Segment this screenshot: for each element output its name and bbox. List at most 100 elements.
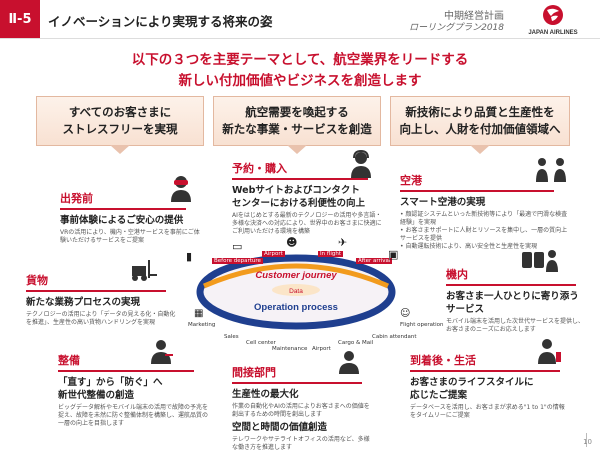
mechanic-icon xyxy=(148,338,174,368)
traveler-icon xyxy=(536,338,562,368)
section-booking: 予約・購入 Webサイトおよびコンタクト センターにおける利便性の向上 AIをは… xyxy=(232,160,384,236)
chart-icon: ▦ xyxy=(194,308,204,319)
airplane-icon: ✈ xyxy=(338,236,348,249)
journey-step-after-arrival: After arrival xyxy=(356,258,393,264)
headline: 以下の３つを主要テーマとして、航空業界をリードする 新しい付加価値やビジネスを創… xyxy=(0,50,600,92)
ring-orange-arc xyxy=(203,263,389,289)
plan-subtitle: ローリングプラン2018 xyxy=(409,23,504,33)
page-number-divider xyxy=(586,433,587,447)
section-headline: 新たな業務プロセスの実現 xyxy=(26,297,141,308)
theme-2-line-1: 航空需要を喚起する xyxy=(245,105,349,119)
section-headline: 生産性の最大化 xyxy=(232,389,299,400)
vr-user-icon xyxy=(168,174,194,205)
section-body-2: テレワークやサテライトオフィスの活用など、多様な働き方を推進します xyxy=(232,436,370,451)
bullet-item: 顔認証システムといった新技術等により「最適で円滑な検査経験」を実現 xyxy=(400,211,572,227)
ops-label-call-center: Cell center xyxy=(246,340,276,346)
section-body: データベースを活用し、お客さまが求める"1 to 1"の情報をタイムリーにご提案 xyxy=(410,404,565,419)
section-title: 整備 xyxy=(58,354,80,367)
section-rule xyxy=(446,284,576,286)
section-title: 機内 xyxy=(446,268,468,281)
customer-journey-ring: Customer journey Data Operation process xyxy=(196,254,396,330)
headline-line-2: 新しい付加価値やビジネスを創造します xyxy=(178,73,422,89)
airport-staff-icon xyxy=(534,156,570,186)
section-title: 間接部門 xyxy=(232,366,276,379)
theme-arrow xyxy=(470,145,490,154)
section-departure: 出発前 事前体験によるご安心の提供 VRの活用により、機内・空港サービスを事前に… xyxy=(60,190,200,245)
section-bullets: 顔認証システムといった新技術等により「最適で円滑な検査経験」を実現 お客さまサポ… xyxy=(400,211,572,251)
section-headline-1: 「直す」から「防ぐ」へ xyxy=(58,377,163,388)
phone-icon: ▮ xyxy=(186,250,193,263)
logo-text: JAPAN AIRLINES xyxy=(528,30,577,36)
people-icon: ☻ xyxy=(286,236,298,249)
jal-logo: JAPAN AIRLINES xyxy=(518,3,588,37)
section-airport: 空港 スマート空港の実現 顔認証システムといった新技術等により「最適で円滑な検査… xyxy=(400,172,572,251)
journey-step-in-flight: In flight xyxy=(318,251,343,257)
theme-arrow xyxy=(110,145,130,154)
section-headline-2: サービス xyxy=(446,304,485,315)
journey-step-before-departure: Before departure xyxy=(212,258,263,264)
office-worker-icon xyxy=(336,350,362,378)
section-body: モバイル端末を活用した次世代サービスを提供し、お客さまのニーズにお応えします xyxy=(446,318,585,333)
theme-box-stress-free: すべてのお客さまにストレスフリーを実現 xyxy=(36,96,204,154)
laptop-icon: ▭ xyxy=(232,240,243,253)
section-title: 空港 xyxy=(400,174,422,187)
section-headline-1: お客さま一人ひとりに寄り添う xyxy=(446,291,579,302)
page-number: 10 xyxy=(583,438,592,446)
theme-box-new-technology: 新技術により品質と生産性を向上し、人財を付加価値領域へ xyxy=(390,96,570,154)
section-inflight: 機内 お客さま一人ひとりに寄り添う サービス モバイル端末を活用した次世代サービ… xyxy=(446,266,586,334)
section-rule xyxy=(232,382,362,384)
section-headline-2: 応じたご提案 xyxy=(410,390,468,401)
section-headline: 事前体験によるご安心の提供 xyxy=(60,215,184,226)
section-rule xyxy=(26,290,166,292)
section-badge: Ⅱ-5 xyxy=(0,0,40,38)
theme-3-line-2: 向上し、人財を付加価値領域へ xyxy=(399,122,561,136)
section-title: 到着後・生活 xyxy=(410,354,476,367)
ops-label-marketing: Marketing xyxy=(188,322,216,328)
pilot-icon: ☺ xyxy=(400,308,411,319)
theme-box-new-business: 航空需要を喚起する新たな事業・サービスを創造 xyxy=(213,96,381,154)
data-label: Data xyxy=(289,288,303,295)
section-body: AIをはじめとする最新のテクノロジーの活用や多言語・多様な決済への対応により、世… xyxy=(232,212,382,235)
section-headline-2: センターにおける利便性の向上 xyxy=(232,198,366,209)
section-headline-1: お客さまのライフスタイルに xyxy=(410,377,534,388)
section-headline: スマート空港の実現 xyxy=(400,197,486,208)
section-rule xyxy=(232,178,368,180)
forklift-icon xyxy=(128,258,158,286)
section-rule xyxy=(60,208,186,210)
section-rule xyxy=(58,370,194,372)
data-core xyxy=(272,284,320,296)
section-arrival: 到着後・生活 お客さまのライフスタイルに 応じたご提案 データベースを活用し、お… xyxy=(410,352,570,420)
ops-label-cabin-attendant: Cabin attendant xyxy=(372,334,417,340)
operation-process-label: Operation process xyxy=(254,302,338,313)
customer-journey-label: Customer journey xyxy=(255,270,337,281)
section-rule xyxy=(400,190,554,192)
bullet-item: 自動運転技術により、高い安全性と生産性を実現 xyxy=(400,243,572,251)
section-headline-2: 新世代整備の創造 xyxy=(58,390,135,401)
section-title: 出発前 xyxy=(60,192,93,205)
crane-logo-icon: JAPAN AIRLINES xyxy=(528,5,578,36)
header-divider xyxy=(0,38,600,39)
ops-label-sales: Sales xyxy=(224,334,239,340)
section-headline-1: Webサイトおよびコンタクト xyxy=(232,185,360,196)
luggage-icon: ▣ xyxy=(388,248,399,261)
journey-step-airport: Airport xyxy=(262,251,285,257)
call-center-icon xyxy=(348,149,374,182)
section-body: ビッグデータ解析やモバイル端末の活用で故障の予兆を捉え、故障を未然に防ぐ整備体制… xyxy=(58,404,209,427)
plan-title: 中期経営計画 xyxy=(444,11,504,22)
section-headline-2: 空間と時間の価値創造 xyxy=(232,422,328,433)
ops-label-maintenance: Maintenance xyxy=(272,346,308,352)
section-indirect: 間接部門 生産性の最大化 作業の自動化やAIの活用によりお客さまへの価値を創出す… xyxy=(232,364,372,452)
section-cargo: 貨物 新たな業務プロセスの実現 テクノロジーの活用により「データの見える化・自動… xyxy=(26,272,178,327)
section-body: テクノロジーの活用により「データの見える化・自動化を推進」、生産性の高い貨物ハン… xyxy=(26,311,176,326)
theme-arrow xyxy=(287,145,307,154)
ops-label-cargo-mail: Cargo & Mail xyxy=(338,340,374,346)
ops-label-airport: Airport xyxy=(312,346,331,352)
headline-line-1: 以下の３つを主要テーマとして、航空業界をリードする xyxy=(131,52,469,68)
ops-label-flight-operation: Flight operation xyxy=(400,322,444,328)
section-body: VRの活用により、機内・空港サービスを事前にご体験いただけるサービスをご提案 xyxy=(60,229,200,244)
section-title: 予約・購入 xyxy=(232,162,287,175)
section-rule xyxy=(410,370,560,372)
theme-2-line-2: 新たな事業・サービスを創造 xyxy=(222,122,372,136)
section-body: 作業の自動化やAIの活用によりお客さまへの価値を創出するための時間を創出します xyxy=(232,403,370,418)
section-title: 貨物 xyxy=(26,274,48,287)
